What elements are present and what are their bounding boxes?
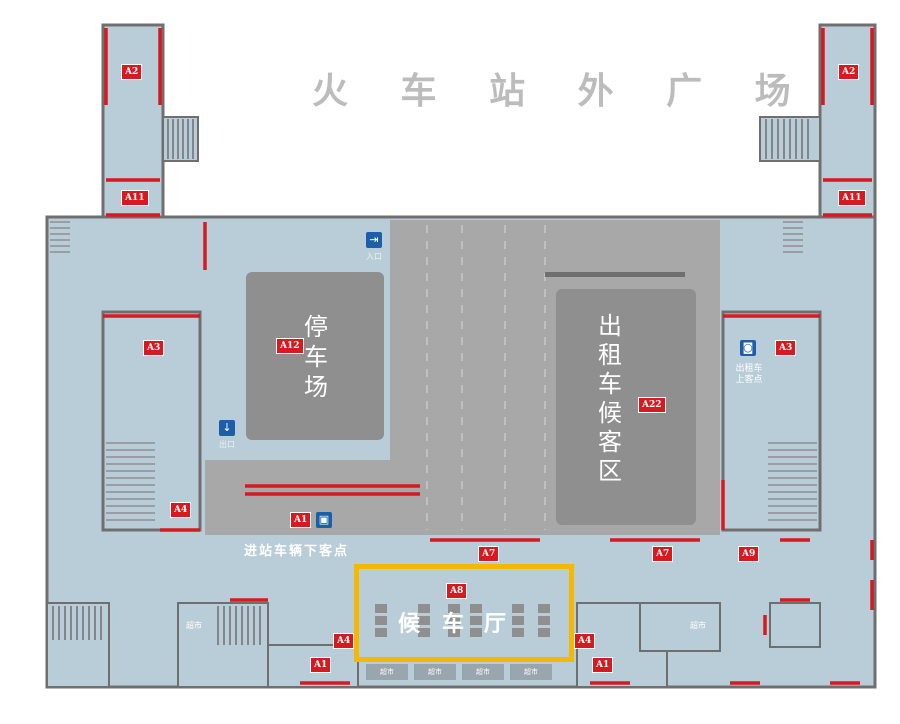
left-stairs bbox=[162, 116, 199, 162]
shop-right bbox=[639, 602, 721, 652]
left-tower bbox=[101, 23, 165, 222]
taxi-wait-char: 租 bbox=[598, 341, 622, 369]
shop-label-right: 超市 bbox=[690, 621, 706, 630]
badge-a22[interactable]: A22 bbox=[638, 397, 666, 413]
badge-a1-bottom-right[interactable]: A1 bbox=[592, 657, 614, 673]
dropoff-label: 进站车辆下客点 bbox=[244, 544, 350, 559]
taxi-wait-label: 出 租 车 候 客 区 bbox=[590, 312, 630, 486]
badge-a7-left[interactable]: A7 bbox=[478, 546, 500, 562]
badge-a4-bottom-left[interactable]: A4 bbox=[333, 633, 355, 649]
plaza-title: 火 车 站 外 广 场 bbox=[312, 71, 811, 112]
taxi-wait-char: 区 bbox=[598, 457, 622, 485]
badge-a3-right[interactable]: A3 bbox=[775, 340, 797, 356]
shop-left bbox=[177, 602, 269, 688]
badge-a11-left[interactable]: A11 bbox=[121, 190, 149, 206]
right-room bbox=[721, 310, 822, 532]
taxi-pickup-label: 出租车 上客点 bbox=[727, 364, 771, 386]
entrance-label: 入口 bbox=[366, 252, 382, 261]
taxi-pickup-line: 出租车 bbox=[735, 364, 763, 374]
parking-label: 停 车 场 bbox=[296, 312, 336, 402]
hall-char: 候 bbox=[398, 612, 421, 637]
shop-cell: 超市 bbox=[366, 664, 408, 680]
parking-label-char: 场 bbox=[304, 373, 328, 401]
badge-a1-dropoff[interactable]: A1 bbox=[290, 512, 312, 528]
exit-label: 出口 bbox=[219, 440, 235, 449]
shop-cell: 超市 bbox=[462, 664, 504, 680]
taxi-wait-block bbox=[556, 289, 696, 525]
entrance-arrow-icon[interactable]: ⇥ bbox=[366, 232, 382, 248]
badge-a7-right[interactable]: A7 bbox=[652, 546, 674, 562]
taxi-wait-char: 候 bbox=[598, 399, 622, 427]
hall-seats bbox=[375, 604, 550, 637]
taxi-pickup-line: 上客点 bbox=[735, 375, 763, 385]
right-tower bbox=[818, 23, 877, 222]
hall-char: 厅 bbox=[484, 612, 507, 637]
exit-markers bbox=[103, 28, 874, 685]
badge-a11-right[interactable]: A11 bbox=[838, 190, 866, 206]
badge-a12[interactable]: A12 bbox=[276, 338, 304, 354]
car-icon[interactable]: ▣ bbox=[316, 512, 332, 528]
waiting-hall-highlight[interactable] bbox=[354, 564, 574, 662]
shop-cell: 超市 bbox=[414, 664, 456, 680]
badge-a4-bottom-right[interactable]: A4 bbox=[574, 633, 596, 649]
badge-a9[interactable]: A9 bbox=[738, 546, 760, 562]
taxi-wait-char: 客 bbox=[598, 428, 622, 456]
parking-label-char: 停 bbox=[304, 313, 328, 341]
shop-cell: 超市 bbox=[510, 664, 552, 680]
taxi-wait-char: 出 bbox=[598, 312, 622, 340]
badge-a2-left[interactable]: A2 bbox=[121, 64, 143, 80]
hall-char: 车 bbox=[442, 612, 465, 637]
taxi-icon[interactable]: ◙ bbox=[740, 340, 756, 356]
shop-label-left: 超市 bbox=[186, 621, 202, 630]
exit-arrow-icon[interactable]: ↓ bbox=[219, 420, 235, 436]
badge-a2-right[interactable]: A2 bbox=[838, 64, 860, 80]
badge-a1-bottom-left[interactable]: A1 bbox=[310, 657, 332, 673]
badge-a8[interactable]: A8 bbox=[446, 583, 468, 599]
parking-block bbox=[246, 272, 384, 440]
badge-a4-left[interactable]: A4 bbox=[170, 502, 192, 518]
parking-label-char: 车 bbox=[304, 343, 328, 371]
taxi-wait-char: 车 bbox=[598, 370, 622, 398]
badge-a3-left[interactable]: A3 bbox=[143, 340, 165, 356]
